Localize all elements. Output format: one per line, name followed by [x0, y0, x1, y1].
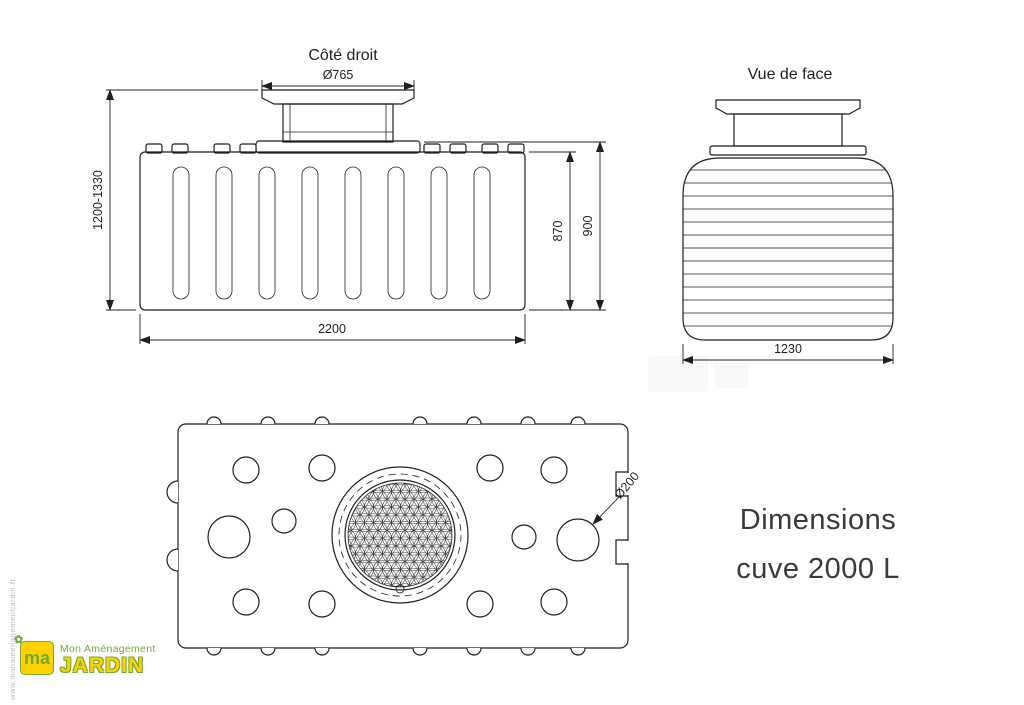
side-view-title: Côté droit — [308, 47, 378, 64]
logo-text: Mon Aménagement JARDIN — [60, 641, 156, 677]
logo-monogram-text: ma — [23, 648, 50, 668]
side-view-tank-body — [139, 143, 526, 311]
dim-length-2200: 2200 — [139, 314, 526, 344]
front-view-title: Vue de face — [748, 66, 833, 83]
brand-logo: ✿ ma Mon Aménagement JARDIN — [14, 635, 156, 677]
dim-height-range-label: 1200-1330 — [91, 170, 105, 230]
dim-diameter-765-label: Ø765 — [323, 68, 354, 82]
logo-name-main: JARDIN — [60, 654, 145, 677]
front-view-manhole — [709, 99, 867, 156]
logo-website: www.monamenagementjardin.fr — [8, 578, 17, 700]
caption-line2: cuve 2000 L — [736, 553, 900, 585]
front-view-ribs — [683, 169, 893, 327]
logo-name-top: Mon Aménagement — [60, 643, 156, 655]
dim-width-1230: 1230 — [682, 342, 894, 364]
side-view: Côté droit — [91, 47, 606, 344]
dim-height-range: 1200-1330 — [91, 89, 258, 311]
side-view-manhole — [255, 89, 421, 154]
dim-hole-200: Ø200 — [592, 469, 642, 525]
top-view-notches — [615, 471, 630, 565]
top-view-manhole — [331, 466, 469, 604]
side-view-ribs — [172, 166, 491, 300]
dim-body-height-870: 870 — [529, 151, 606, 311]
logo-monogram: ✿ ma — [14, 635, 54, 675]
dim-diameter-765: Ø765 — [261, 68, 415, 92]
top-view-outline — [177, 423, 629, 649]
dim-length-2200-label: 2200 — [318, 322, 346, 336]
dim-total-height-900-label: 900 — [581, 216, 595, 237]
caption-line1: Dimensions — [739, 504, 897, 536]
top-view-lid-pattern — [347, 482, 453, 588]
dim-total-height-900: 900 — [424, 141, 606, 311]
dim-width-1230-label: 1230 — [774, 342, 802, 356]
print-smudges — [648, 356, 748, 392]
top-view-openings — [207, 454, 600, 618]
top-view-edge-bumps — [166, 416, 586, 656]
dim-body-height-870-label: 870 — [551, 221, 565, 242]
front-view: Vue de face 1230 — [682, 66, 894, 364]
front-view-tank-body — [682, 157, 894, 341]
flower-icon: ✿ — [14, 634, 24, 646]
caption: Dimensions cuve 2000 L — [718, 496, 918, 594]
top-view: Ø200 — [166, 416, 642, 656]
